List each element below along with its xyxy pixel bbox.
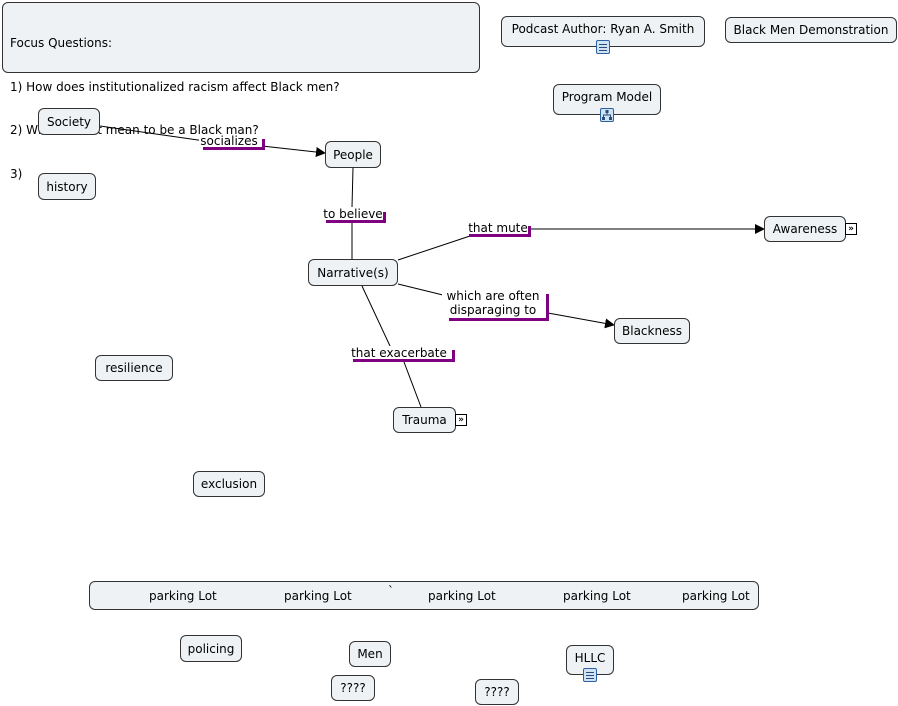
link-socializes-bracket (262, 139, 265, 150)
program-model-label: Program Model (561, 90, 653, 104)
link-disparaging-line2: disparaging to (449, 303, 537, 317)
parking-lot-item-4: parking Lot (563, 588, 631, 603)
black-men-demonstration-label: Black Men Demonstration (733, 23, 889, 37)
link-socializes-underline (203, 147, 265, 150)
link-disparaging-underline (449, 318, 549, 321)
concept-blackness[interactable]: Blackness (614, 318, 690, 344)
concept-exclusion[interactable]: exclusion (193, 471, 265, 497)
concept-people-label: People (333, 147, 373, 162)
concept-trauma-label: Trauma (402, 413, 447, 427)
document-icon[interactable] (596, 40, 610, 54)
line-exacerbate-trauma (403, 361, 422, 408)
expand-trauma-icon[interactable]: » (455, 414, 467, 426)
concept-men[interactable]: Men (349, 641, 391, 667)
hllc-document-icon[interactable] (583, 668, 597, 682)
link-disparaging[interactable]: which are often disparaging to (442, 289, 544, 317)
line-disparaging-blackness (547, 312, 615, 329)
concept-resilience[interactable]: resilience (95, 355, 173, 381)
line-socializes-people (261, 145, 326, 157)
parking-lot-item-1: parking Lot (149, 588, 217, 603)
concept-history[interactable]: history (38, 173, 96, 200)
concept-history-label: history (46, 179, 88, 194)
concept-awareness[interactable]: Awareness (764, 216, 846, 242)
line-people-tobelieve (351, 167, 354, 208)
parking-lot-item-5: parking Lot (682, 588, 750, 603)
focus-question-1: 1) How does institutionalized racism aff… (10, 79, 340, 94)
parking-lot-item-2: parking Lot (284, 588, 352, 603)
link-that-exacerbate-underline (353, 359, 455, 362)
link-that-exacerbate-bracket (452, 350, 455, 362)
concept-exclusion-label: exclusion (200, 477, 258, 491)
link-that-mute-bracket (528, 226, 531, 237)
concept-hllc-label: HLLC (574, 651, 606, 665)
line-narratives-thatmute (397, 235, 471, 261)
concept-society-label: Society (46, 114, 92, 129)
link-that-exacerbate[interactable]: that exacerbate (348, 346, 450, 360)
link-to-believe-bracket (383, 212, 386, 223)
parking-lot-backtick: ` (388, 584, 394, 598)
concept-society[interactable]: Society (38, 108, 100, 135)
expand-awareness-icon[interactable]: » (845, 223, 857, 235)
concept-narratives-label: Narrative(s) (317, 265, 389, 280)
concept-policing-label: policing (187, 641, 235, 656)
concept-resilience-label: resilience (105, 361, 163, 375)
concept-policing[interactable]: policing (180, 635, 242, 662)
link-socializes[interactable]: socializes (199, 134, 259, 148)
concept-awareness-label: Awareness (772, 222, 838, 236)
parking-lot-bar[interactable]: parking Lot parking Lot ` parking Lot pa… (89, 581, 759, 610)
link-disparaging-line1: which are often (446, 289, 540, 303)
concept-people[interactable]: People (325, 141, 381, 168)
line-narratives-exacerbate (361, 285, 391, 347)
concept-unknown-1[interactable]: ???? (331, 675, 375, 701)
link-that-mute-underline (469, 234, 531, 237)
podcast-author-label: Podcast Author: Ryan A. Smith (511, 22, 695, 36)
line-narratives-disparaging (397, 283, 448, 297)
line-society-socializes (99, 125, 206, 142)
black-men-demonstration-node[interactable]: Black Men Demonstration (725, 17, 897, 43)
link-to-believe[interactable]: to believe (322, 207, 384, 221)
focus-title: Focus Questions: (10, 36, 113, 50)
concept-unknown-2[interactable]: ???? (475, 679, 519, 705)
link-disparaging-bracket (546, 294, 549, 321)
parking-lot-item-3: parking Lot (428, 588, 496, 603)
concept-unknown-1-label: ???? (340, 681, 366, 695)
concept-trauma[interactable]: Trauma (393, 407, 456, 433)
concept-men-label: Men (357, 647, 383, 661)
concept-narratives[interactable]: Narrative(s) (308, 259, 398, 286)
concept-blackness-label: Blackness (622, 324, 682, 338)
link-to-believe-underline (326, 220, 386, 223)
hierarchy-icon[interactable] (600, 108, 614, 122)
focus-question-3: 3) (10, 166, 23, 181)
concept-unknown-2-label: ???? (484, 685, 510, 699)
link-that-mute[interactable]: that mute (466, 221, 530, 235)
focus-questions-box[interactable]: Focus Questions: 1) How does institution… (2, 2, 480, 181)
